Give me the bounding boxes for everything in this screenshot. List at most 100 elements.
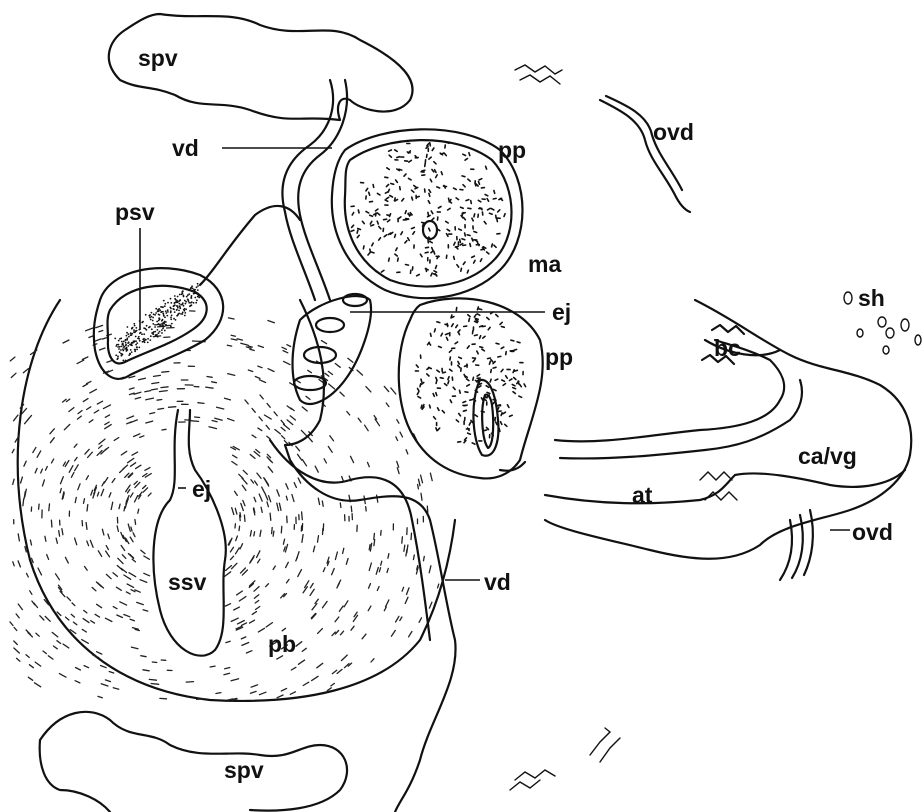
hatch-mark bbox=[228, 318, 234, 319]
hatch-mark bbox=[146, 398, 154, 400]
hatch-mark bbox=[335, 617, 339, 622]
stipple-mark bbox=[422, 170, 425, 171]
stipple-dot bbox=[151, 312, 153, 314]
stipple-mark bbox=[470, 400, 473, 401]
hatch-mark bbox=[195, 417, 200, 418]
stipple-mark bbox=[429, 190, 431, 193]
stipple-mark bbox=[434, 271, 437, 272]
hatch-mark bbox=[144, 573, 150, 576]
label-ma: ma bbox=[528, 251, 561, 277]
stipple-mark bbox=[387, 215, 390, 216]
hatch-mark bbox=[329, 384, 335, 389]
hatch-mark bbox=[94, 410, 99, 413]
hatch-mark bbox=[376, 568, 378, 575]
stipple-mark bbox=[505, 424, 507, 426]
hatch-mark bbox=[102, 529, 104, 535]
hatch-mark bbox=[120, 602, 127, 605]
stipple-dot bbox=[175, 301, 177, 303]
stipple-dot bbox=[167, 311, 169, 313]
stipple-dot bbox=[196, 299, 198, 301]
stipple-dot bbox=[152, 333, 154, 335]
hatch-mark bbox=[134, 392, 141, 394]
hatch-mark bbox=[298, 570, 302, 577]
stipple-dot bbox=[188, 302, 190, 304]
hatch-mark bbox=[302, 407, 307, 411]
stipple-mark bbox=[435, 274, 437, 276]
stipple-mark bbox=[482, 349, 485, 351]
hatch-mark bbox=[232, 508, 234, 515]
label-sh: sh bbox=[858, 285, 885, 311]
hatch-mark bbox=[63, 399, 67, 402]
hatch-mark bbox=[258, 628, 264, 632]
hatch-mark bbox=[108, 534, 110, 539]
hatch-mark bbox=[281, 688, 286, 691]
hatch-mark bbox=[254, 595, 258, 599]
hatch-mark bbox=[86, 476, 88, 480]
stipple-mark bbox=[376, 209, 378, 211]
stipple-mark bbox=[458, 362, 459, 365]
hatch-mark bbox=[283, 539, 284, 544]
stipple-dot bbox=[120, 349, 122, 351]
label-vd-top: vd bbox=[172, 135, 199, 161]
stipple-dot bbox=[174, 298, 176, 300]
hatch-mark bbox=[95, 614, 99, 617]
hatch-mark bbox=[217, 407, 224, 409]
hatch-mark bbox=[239, 597, 246, 601]
hatch-mark bbox=[340, 503, 341, 508]
stipple-dot bbox=[152, 323, 154, 325]
hatch-mark bbox=[76, 668, 81, 671]
label-ej-left: ej bbox=[192, 476, 211, 502]
hatch-mark bbox=[119, 504, 120, 509]
stipple-mark bbox=[480, 259, 481, 262]
hatch-mark bbox=[97, 401, 102, 404]
hatch-mark bbox=[37, 451, 41, 457]
stipple-dot bbox=[115, 345, 117, 347]
hatch-mark bbox=[332, 569, 335, 575]
hatch-mark bbox=[14, 641, 17, 645]
stipple-dot bbox=[135, 344, 137, 346]
hatch-mark bbox=[315, 599, 318, 603]
label-psv: psv bbox=[115, 199, 155, 225]
hatch-mark bbox=[328, 371, 332, 374]
stipple-mark bbox=[443, 372, 446, 373]
stipple-mark bbox=[458, 332, 459, 335]
hatch-mark bbox=[125, 502, 127, 509]
hatch-mark bbox=[18, 561, 20, 567]
hatch-mark bbox=[101, 489, 104, 495]
hatch-mark bbox=[137, 602, 144, 604]
stipple-dot bbox=[170, 318, 172, 320]
stipple-mark bbox=[386, 197, 389, 199]
hatch-mark bbox=[65, 557, 68, 563]
stipple-dot bbox=[147, 342, 149, 344]
stipple-mark bbox=[506, 376, 508, 379]
hatch-mark bbox=[152, 662, 157, 663]
stipple-mark bbox=[456, 198, 459, 200]
hatch-mark bbox=[86, 523, 87, 530]
hatch-mark bbox=[264, 415, 271, 419]
stipple-mark bbox=[366, 188, 368, 191]
hatch-mark bbox=[244, 515, 245, 521]
hatch-mark bbox=[248, 346, 252, 347]
hatch-mark bbox=[87, 541, 89, 546]
hatch-mark bbox=[14, 415, 18, 421]
stipple-dot bbox=[125, 348, 127, 350]
hatch-mark bbox=[95, 339, 102, 341]
stipple-mark bbox=[431, 273, 432, 276]
stipple-mark bbox=[477, 351, 478, 354]
stipple-mark bbox=[480, 336, 481, 339]
stipple-dot bbox=[130, 344, 132, 346]
hatch-mark bbox=[10, 357, 15, 361]
hatch-mark bbox=[277, 490, 280, 496]
hatch-mark bbox=[262, 487, 265, 493]
hatch-mark bbox=[268, 321, 275, 323]
stipple-mark bbox=[363, 246, 364, 249]
hatch-mark bbox=[358, 418, 361, 422]
stipple-dot bbox=[121, 346, 123, 348]
hatch-mark bbox=[82, 640, 89, 644]
hatch-mark bbox=[386, 403, 389, 407]
stipple-mark bbox=[465, 159, 468, 161]
stipple-mark bbox=[478, 386, 481, 388]
hatch-mark bbox=[421, 475, 423, 483]
stipple-dot bbox=[159, 318, 161, 320]
